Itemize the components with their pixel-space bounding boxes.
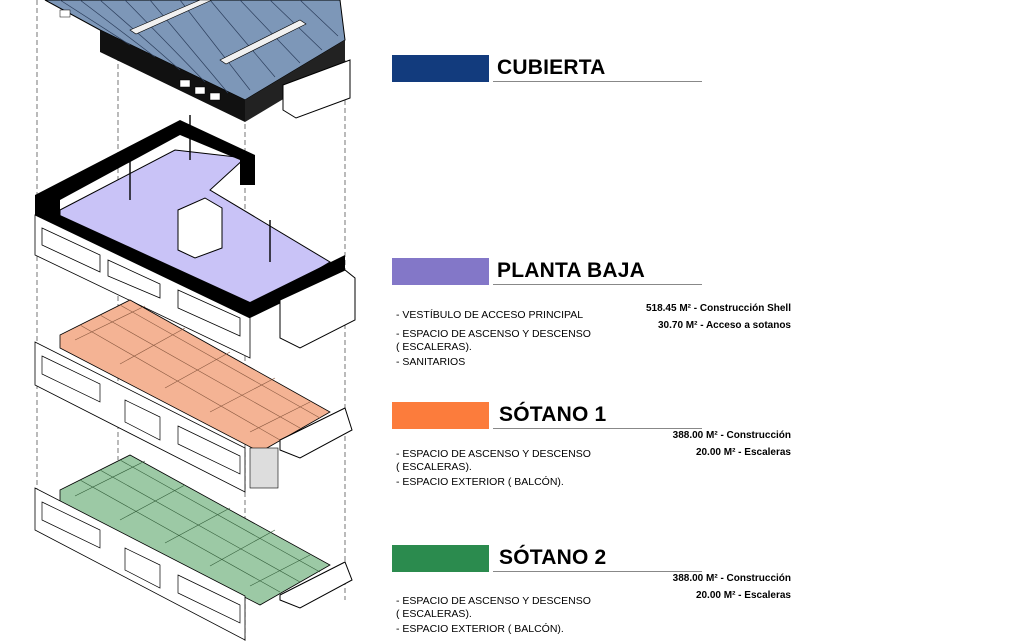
- level-title-cubierta: CUBIERTA: [497, 56, 606, 79]
- level-items-sotano-1: - ESPACIO DE ASCENSO Y DESCENSO ( ESCALE…: [396, 448, 621, 490]
- basement-1-balcony: [279, 407, 353, 459]
- roof-level-drawing: [44, 0, 351, 122]
- area-value: 518.45 M² - Construcción Shell: [645, 303, 791, 314]
- level-title-sotano-1: SÓTANO 1: [499, 403, 607, 426]
- list-item: - VESTÍBULO DE ACCESO PRINCIPAL: [396, 309, 584, 321]
- basement-2-balcony: [279, 561, 353, 609]
- roof-front-face: [100, 30, 245, 122]
- color-swatch-sotano-2: [392, 545, 489, 572]
- level-areas-sotano-2: 388.00 M² - Construcción 20.00 M² - Esca…: [641, 570, 791, 604]
- list-item: - ESPACIO EXTERIOR ( BALCÓN).: [396, 623, 564, 635]
- basement-2-drawing: [34, 454, 353, 641]
- title-underline: [493, 284, 702, 285]
- title-underline: [493, 428, 702, 429]
- basement-1-slab: [59, 299, 331, 453]
- ground-floor-wall-left: [35, 195, 250, 318]
- list-item: - ESPACIO DE ASCENSO Y DESCENSO ( ESCALE…: [396, 448, 591, 473]
- stair-core-block: [177, 197, 223, 259]
- basement-1-drawing: [34, 299, 353, 493]
- color-swatch-planta-baja: [392, 258, 489, 285]
- level-items-planta-baja: - VESTÍBULO DE ACCESO PRINCIPAL - ESPACI…: [396, 309, 621, 370]
- area-value: 388.00 M² - Construcción: [672, 430, 791, 441]
- list-item: - SANITARIOS: [396, 356, 466, 368]
- ground-floor-annex: [279, 269, 356, 349]
- roof-skylight: [219, 19, 307, 65]
- ground-floor-drawing: [34, 115, 356, 359]
- ground-floor-wall-back: [35, 120, 255, 218]
- area-value: 20.00 M² - Escaleras: [695, 447, 791, 458]
- list-item: - ESPACIO DE ASCENSO Y DESCENSO ( ESCALE…: [396, 328, 591, 353]
- level-areas-sotano-1: 388.00 M² - Construcción 20.00 M² - Esca…: [641, 427, 791, 461]
- area-value: 388.00 M² - Construcción: [672, 573, 791, 584]
- color-swatch-cubierta: [392, 55, 489, 82]
- area-value: 20.00 M² - Escaleras: [695, 590, 791, 601]
- title-underline: [493, 81, 702, 82]
- exploded-axonometric-drawing: [34, 0, 356, 644]
- level-areas-planta-baja: 518.45 M² - Construcción Shell 30.70 M² …: [641, 300, 791, 334]
- area-value: 30.70 M² - Acceso a sotanos: [657, 320, 791, 331]
- color-swatch-sotano-1: [392, 402, 489, 429]
- roof-box: [282, 59, 351, 119]
- level-title-sotano-2: SÓTANO 2: [499, 546, 607, 569]
- list-item: - ESPACIO DE ASCENSO Y DESCENSO ( ESCALE…: [396, 595, 591, 620]
- title-underline: [493, 571, 702, 572]
- roof-skylight: [129, 0, 213, 35]
- ground-floor-wall-right: [250, 255, 345, 318]
- level-title-planta-baja: PLANTA BAJA: [497, 259, 646, 282]
- list-item: - ESPACIO EXTERIOR ( BALCÓN).: [396, 476, 564, 488]
- level-items-sotano-2: - ESPACIO DE ASCENSO Y DESCENSO ( ESCALE…: [396, 595, 621, 637]
